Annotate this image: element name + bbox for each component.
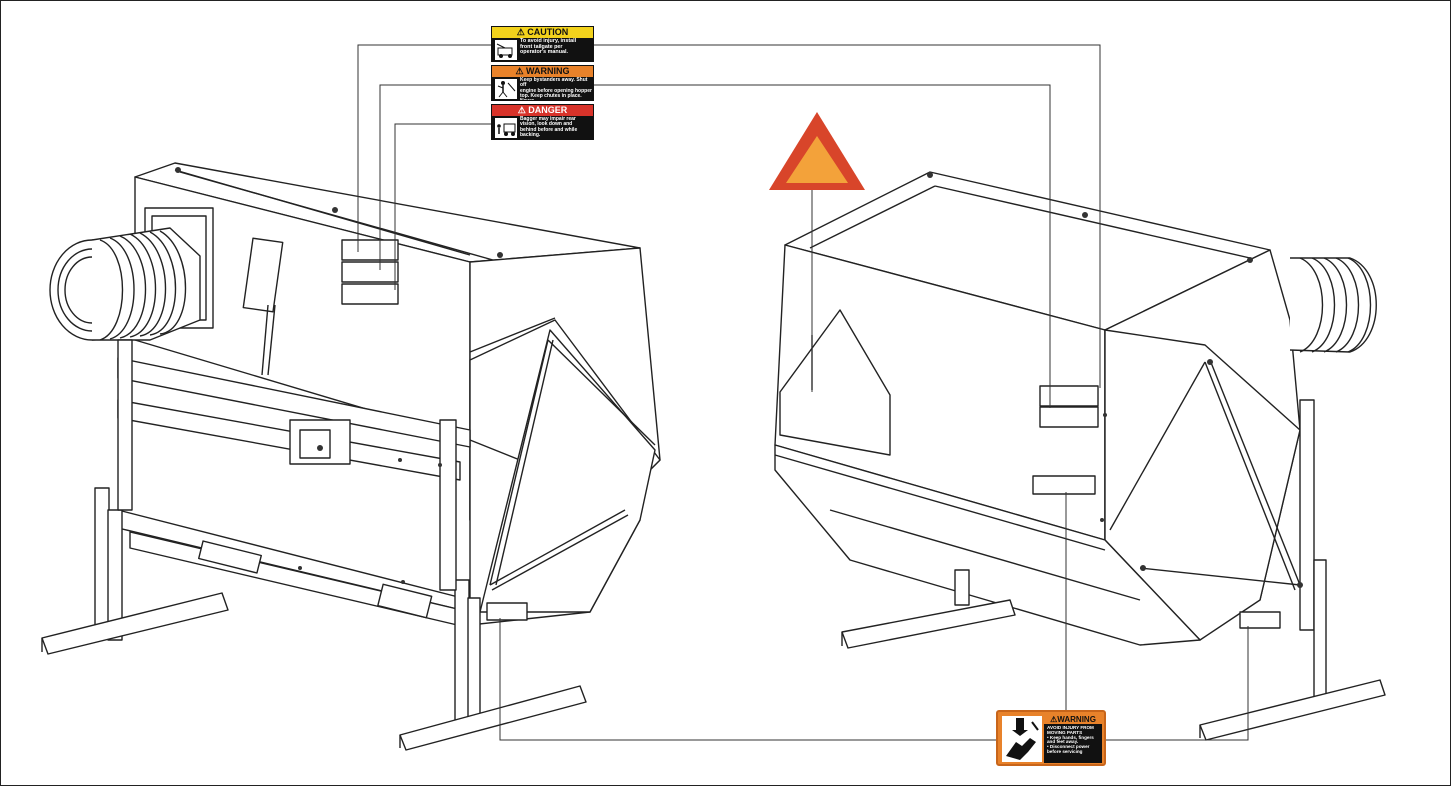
danger-decal: ⚠ DANGER Bagger may impair rear vision, …: [491, 104, 594, 140]
warning-hopper-decal-header: ⚠ WARNING: [492, 66, 593, 77]
thrown-object-icon: [495, 79, 517, 99]
tailgate-install-icon: [495, 40, 517, 60]
warning-moving-parts-decal-text: AVOID INJURY FROM MOVING PARTS • Keep ha…: [1047, 725, 1094, 755]
right-bagger-view: [774, 171, 1386, 741]
caution-decal-text: To avoid injury, install front tailgate …: [520, 38, 577, 56]
caution-decal: ⚠ CAUTION To avoid injury, install front…: [491, 26, 594, 62]
danger-decal-text: Bagger may impair rear vision, look down…: [520, 116, 578, 138]
warning-moving-parts-decal-header: ⚠WARNING: [1044, 715, 1102, 724]
warning-moving-parts-decal: ⚠WARNING AVOID INJURY FROM MOVING PARTS …: [996, 710, 1106, 766]
leader-lines: [357, 44, 1249, 741]
danger-decal-header: ⚠ DANGER: [492, 105, 593, 116]
right-discharge-hose: [1289, 257, 1377, 353]
warning-hopper-decal-text: Keep bystanders away. Shut off engine be…: [520, 77, 592, 101]
backing-hazard-icon: [495, 118, 517, 138]
left-discharge-hose: [49, 227, 201, 341]
warning-hopper-decal: ⚠ WARNING Keep bystanders away. Shut off…: [491, 65, 594, 101]
slow-moving-vehicle-emblem: [769, 112, 865, 190]
hand-crush-icon: [1002, 716, 1042, 762]
caution-decal-header: ⚠ CAUTION: [492, 27, 593, 38]
left-bagger-view: [41, 162, 661, 751]
